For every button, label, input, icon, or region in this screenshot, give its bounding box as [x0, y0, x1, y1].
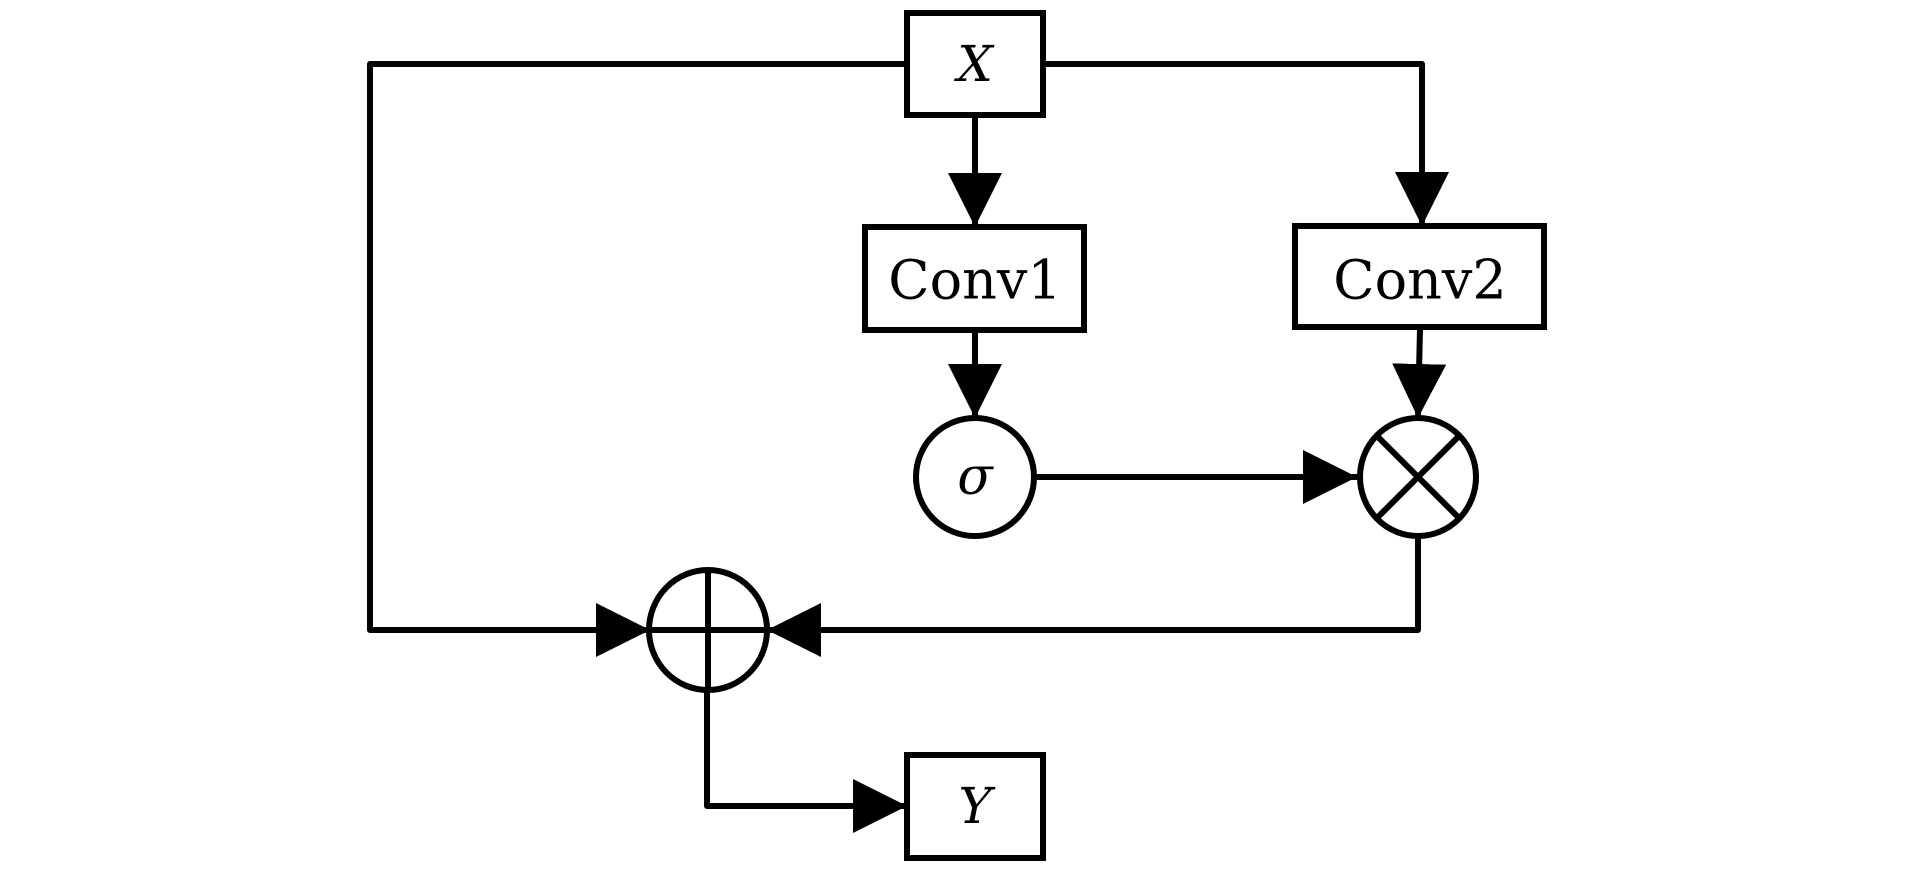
- conv1-node: Conv1: [862, 224, 1087, 333]
- output-box: [904, 752, 1046, 861]
- input-box: [904, 10, 1046, 118]
- edge-multiply-to-add: [764, 534, 1421, 657]
- add-node: [646, 567, 770, 693]
- conv1-label: Conv1: [888, 249, 1061, 312]
- output-node: Y: [904, 752, 1046, 861]
- output-label: Y: [958, 777, 995, 835]
- edge-conv2-to-multiply: [1392, 325, 1447, 421]
- sigmoid-node: σ: [913, 415, 1037, 539]
- multiply-node: [1357, 415, 1479, 539]
- conv2-label: Conv2: [1333, 249, 1506, 312]
- edge-x-skip-to-add: [367, 61, 910, 657]
- plus-icon: [649, 570, 767, 690]
- conv2-box: [1292, 223, 1547, 330]
- edge-add-to-output: [704, 687, 910, 833]
- input-node: X: [904, 10, 1046, 118]
- input-label: X: [953, 35, 995, 93]
- edges: [367, 61, 1449, 833]
- edge-x-to-conv2: [1042, 61, 1449, 229]
- sigmoid-label: σ: [957, 447, 994, 507]
- multiply-icon: [1374, 433, 1462, 521]
- conv2-node: Conv2: [1292, 223, 1547, 330]
- conv1-box: [862, 224, 1087, 333]
- sigmoid-circle: [913, 415, 1037, 539]
